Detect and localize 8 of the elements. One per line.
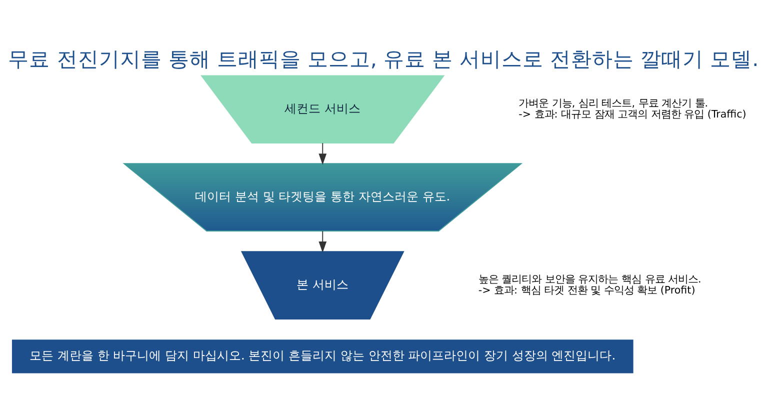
diagram-title: 무료 전진기지를 통해 트래픽을 모으고, 유료 본 서비스로 전환하는 깔때기 모델. [8, 46, 759, 71]
node-label: -> 효과: 핵심 타겟 전환 및 수익성 확보 (Profit) [478, 284, 696, 297]
node-label: 가벼운 기능, 심리 테스트, 무료 계산기 툴. [518, 97, 708, 110]
node-label: 높은 퀄리티와 보안을 유지하는 핵심 유료 서비스. [478, 273, 702, 286]
arrow [318, 142, 327, 165]
caption: 모든 계란을 한 바구니에 담지 마십시오. 본진이 흔들리지 않는 안전한 파이프라인이 장기 성장의 엔진입니다. [30, 348, 616, 363]
node-label: -> 효과: 대규모 잠재 고객의 저렴한 유입 (Traffic) [518, 108, 746, 121]
arrow [318, 230, 327, 253]
